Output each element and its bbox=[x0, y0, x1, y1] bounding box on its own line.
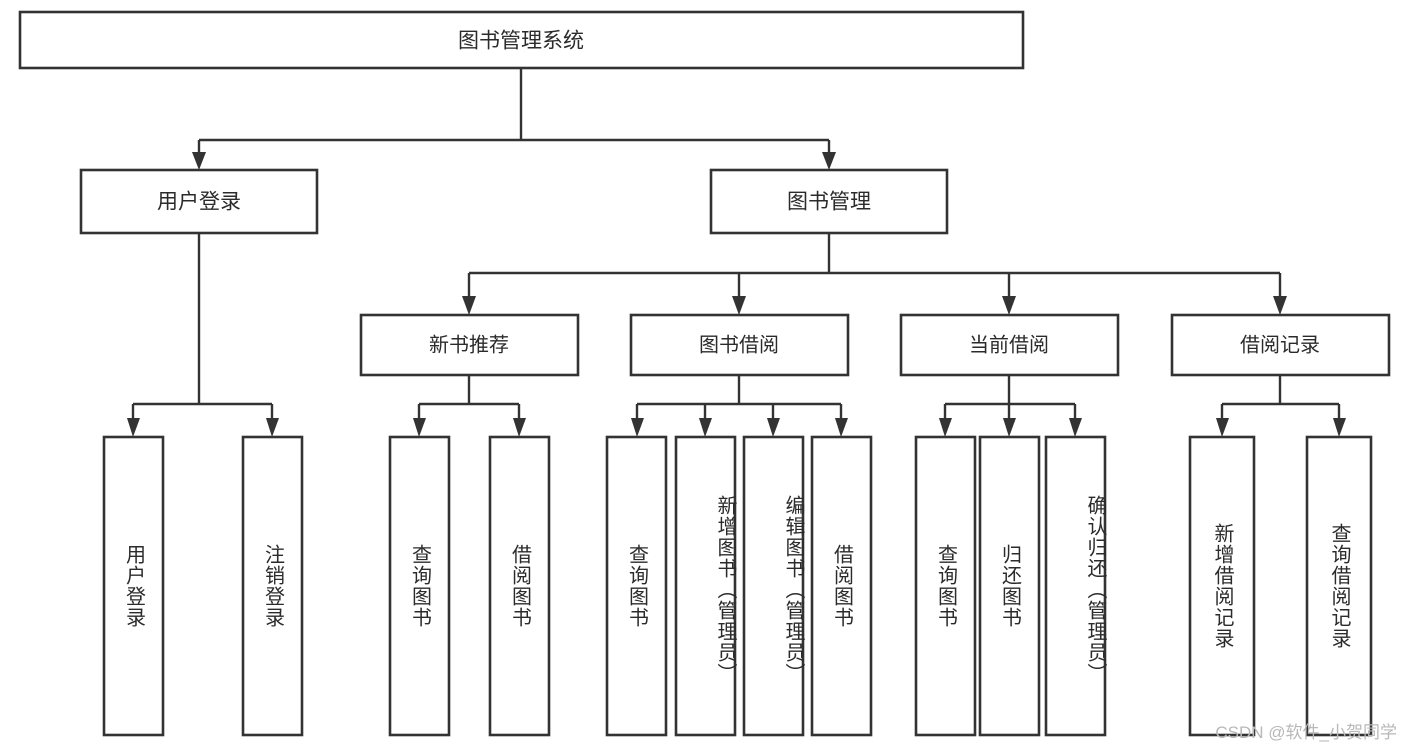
connector-layer bbox=[127, 68, 1346, 437]
node-new-book-recommend-box[interactable] bbox=[359, 313, 580, 377]
arrow-userlogin-leaf-1 bbox=[127, 418, 140, 437]
node-current-borrow-box[interactable] bbox=[899, 313, 1120, 377]
arrow-record-leaf-2 bbox=[1333, 418, 1346, 437]
node-book-manage-label: 图书管理 bbox=[787, 191, 871, 214]
node-book-borrow-label: 图书借阅 bbox=[699, 333, 779, 356]
node-current-borrow[interactable]: 当前借阅 bbox=[899, 313, 1120, 377]
node-user-login-box[interactable] bbox=[79, 168, 319, 235]
leaf-box-recommend-1[interactable] bbox=[388, 435, 451, 737]
arrow-current-leaf-3 bbox=[1069, 418, 1082, 437]
leaf-box-borrow-3[interactable] bbox=[742, 435, 805, 737]
arrow-current-leaf-2 bbox=[1003, 418, 1016, 437]
node-root[interactable]: 图书管理系统 bbox=[18, 10, 1025, 70]
leaf-box-borrow-4[interactable] bbox=[810, 435, 873, 737]
node-book-manage-box[interactable] bbox=[709, 168, 949, 235]
arrow-root-to-book-manage bbox=[822, 152, 836, 170]
arrow-borrow-leaf-4 bbox=[835, 418, 848, 437]
arrow-root-to-user-login bbox=[192, 152, 206, 170]
arrow-borrow-leaf-2 bbox=[699, 418, 712, 437]
leaf-box-borrow-2[interactable] bbox=[674, 435, 737, 737]
node-book-borrow-box[interactable] bbox=[629, 313, 850, 377]
arrow-userlogin-leaf-2 bbox=[266, 418, 279, 437]
node-current-borrow-label: 当前借阅 bbox=[969, 333, 1049, 356]
arrow-to-book-borrow bbox=[732, 296, 746, 315]
arrow-to-borrow-record bbox=[1273, 296, 1287, 315]
node-root-label: 图书管理系统 bbox=[458, 30, 584, 53]
arrow-borrow-leaf-1 bbox=[631, 418, 644, 437]
node-borrow-record-box[interactable] bbox=[1170, 313, 1391, 377]
node-new-book-recommend[interactable]: 新书推荐 bbox=[359, 313, 580, 377]
arrow-record-leaf-1 bbox=[1216, 418, 1229, 437]
arrow-recommend-leaf-2 bbox=[513, 418, 526, 437]
leaf-box-record-2[interactable] bbox=[1305, 435, 1373, 737]
leaf-box-record-1[interactable] bbox=[1188, 435, 1256, 737]
leaf-box-user-login-1[interactable] bbox=[102, 435, 165, 737]
arrow-to-new-book-recommend bbox=[462, 296, 476, 315]
leaf-box-current-1[interactable] bbox=[914, 435, 977, 737]
arrow-to-current-borrow bbox=[1002, 296, 1016, 315]
csdn-watermark: CSDN @软件_小贺同学 bbox=[1215, 723, 1397, 742]
node-user-login-label: 用户登录 bbox=[157, 191, 241, 214]
node-borrow-record-label: 借阅记录 bbox=[1240, 333, 1320, 356]
leaf-box-recommend-2[interactable] bbox=[488, 435, 551, 737]
leaf-box-current-3[interactable] bbox=[1044, 435, 1107, 737]
node-user-login[interactable]: 用户登录 bbox=[79, 168, 319, 235]
node-new-book-recommend-label: 新书推荐 bbox=[429, 333, 509, 356]
leaf-box-borrow-1[interactable] bbox=[605, 435, 668, 737]
node-root-box[interactable] bbox=[18, 10, 1025, 70]
node-book-borrow[interactable]: 图书借阅 bbox=[629, 313, 850, 377]
arrow-recommend-leaf-1 bbox=[413, 418, 426, 437]
node-borrow-record[interactable]: 借阅记录 bbox=[1170, 313, 1391, 377]
node-book-manage[interactable]: 图书管理 bbox=[709, 168, 949, 235]
arrow-current-leaf-1 bbox=[939, 418, 952, 437]
arrow-borrow-leaf-3 bbox=[767, 418, 780, 437]
leaf-box-user-login-2[interactable] bbox=[241, 435, 304, 737]
leaf-box-current-2[interactable] bbox=[978, 435, 1041, 737]
